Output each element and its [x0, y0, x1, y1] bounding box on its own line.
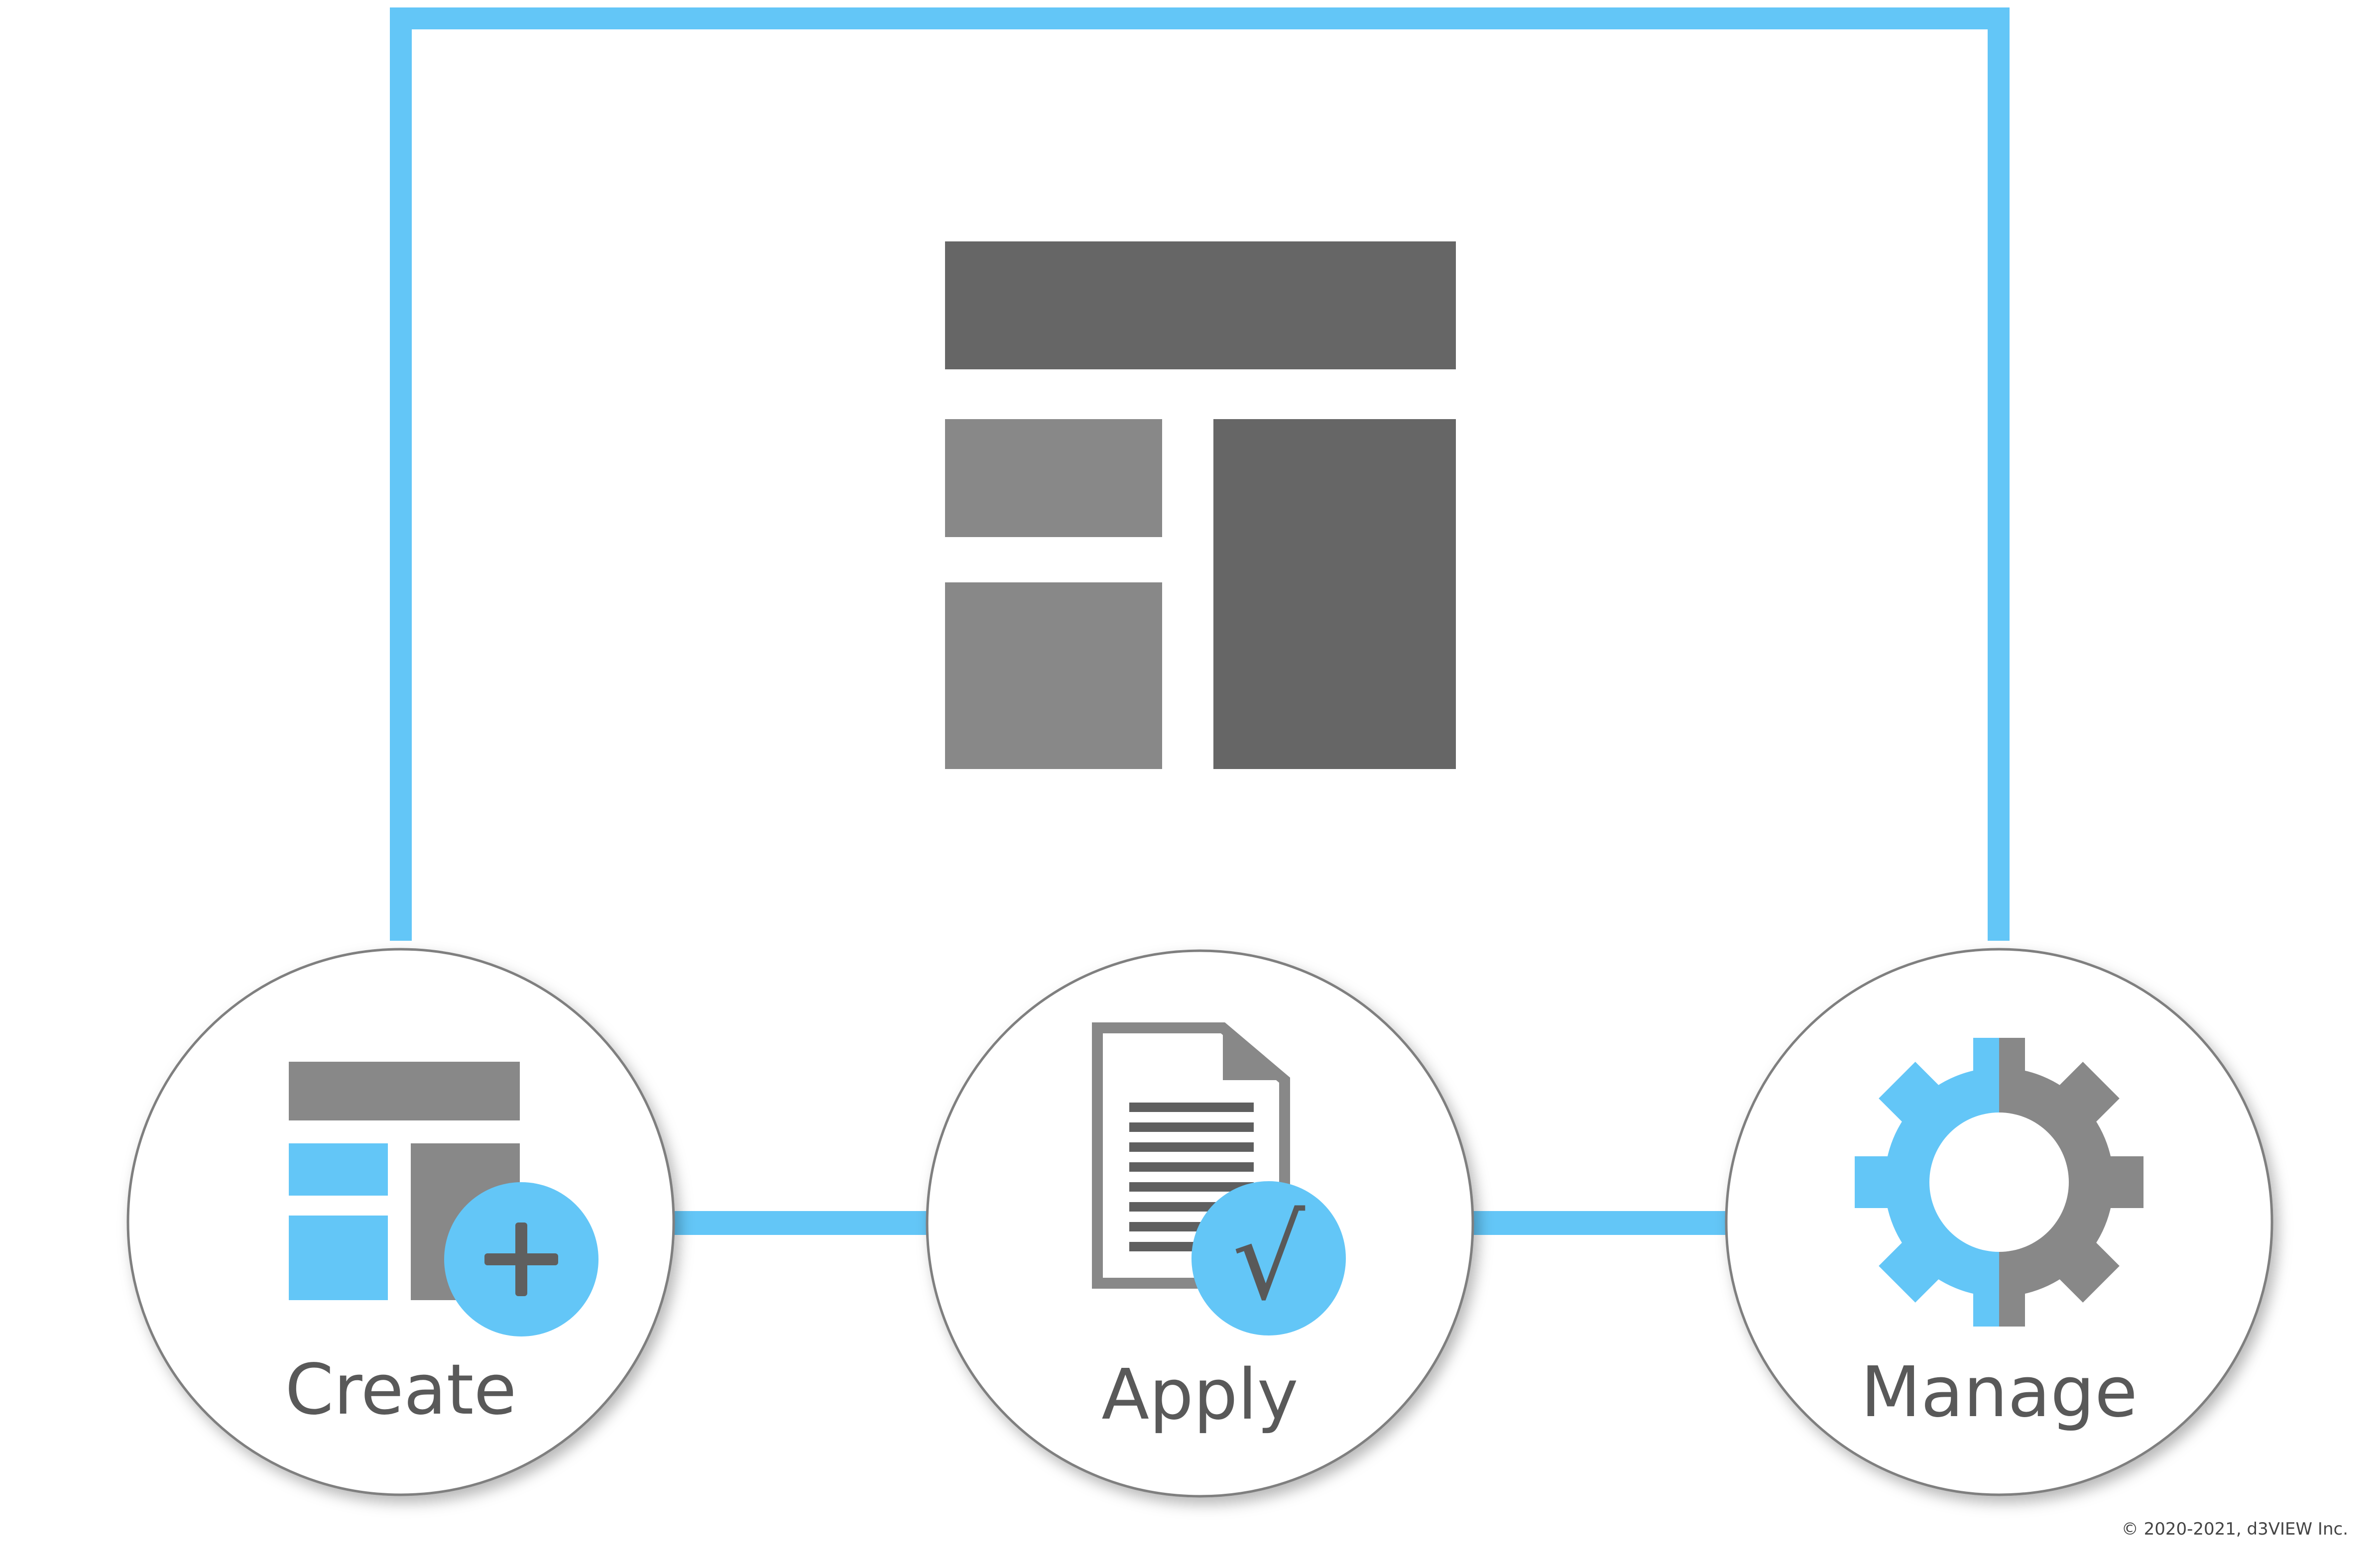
document-check-icon: √	[1092, 1022, 1346, 1335]
layout-header-block	[945, 241, 1456, 369]
connector-frame	[390, 7, 2010, 1235]
layout-add-icon	[289, 1062, 598, 1336]
layout-left-bottom-block	[945, 582, 1162, 769]
manage-label: Manage	[1861, 1352, 2138, 1433]
check-symbol: √	[1232, 1193, 1306, 1326]
check-badge-icon	[1191, 1181, 1346, 1335]
layout-left-top-block	[945, 419, 1162, 537]
manage-step[interactable]: Manage	[1725, 948, 2273, 1496]
apply-label: Apply	[1101, 1354, 1298, 1436]
apply-step[interactable]: √ Apply	[926, 949, 1474, 1498]
layout-template-icon	[945, 241, 1456, 769]
layout-right-block	[1213, 419, 1456, 769]
create-circle[interactable]	[126, 948, 675, 1496]
gear-icon	[1855, 1038, 2143, 1327]
copyright-notice: © 2020-2021, d3VIEW Inc.	[2121, 1519, 2348, 1539]
create-step[interactable]: Create	[126, 948, 675, 1496]
document-fold	[1223, 1028, 1285, 1080]
outer-frame-line	[390, 7, 2010, 941]
create-label: Create	[285, 1349, 516, 1431]
